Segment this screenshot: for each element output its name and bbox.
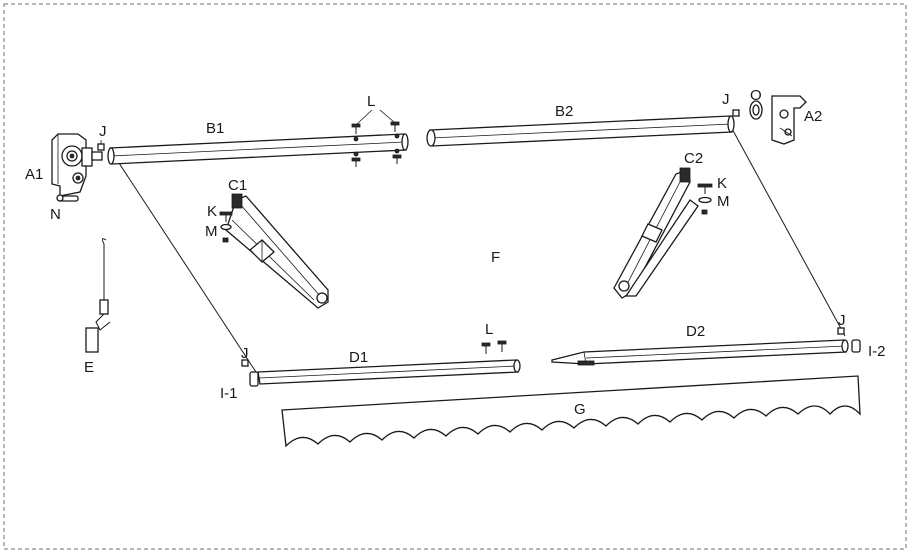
bolt-n [56,194,79,202]
label-j1: J [99,123,107,140]
cap-j-4 [837,327,845,335]
label-d2: D2 [686,323,705,340]
washer-m-1 [220,223,232,243]
label-c1: C1 [228,177,247,194]
arm-c2 [613,167,699,299]
tube-b1 [107,133,409,165]
bolt-k-1 [219,211,233,222]
end-cap-i-1 [249,371,259,387]
dashed-border [3,3,907,550]
label-j2: J [722,91,730,108]
label-g: G [574,401,586,418]
label-d1: D1 [349,349,368,366]
ring-o [749,100,763,120]
bolt-k-2 [697,183,713,194]
label-c2: C2 [684,150,703,167]
washer-m-2 [698,196,712,215]
screws-l-top [351,109,402,167]
end-cap-i-2 [851,339,861,353]
label-f: F [491,249,500,266]
bracket-a2 [771,95,807,145]
bar-d1 [257,359,521,385]
label-l-bottom: L [485,321,493,338]
label-a1: A1 [25,166,43,183]
label-m1: M [205,223,218,240]
valance-g [281,375,861,448]
label-m2: M [717,193,730,210]
crank-handle-e [85,238,111,353]
label-i1: I-1 [220,385,238,402]
label-o: O [750,87,762,104]
fabric-outline [116,124,846,373]
screws-l-bottom [481,340,507,354]
tube-b2 [426,115,735,147]
label-i2: I-2 [868,343,886,360]
label-k2: K [717,175,727,192]
arm-c1 [225,193,329,309]
cap-j-1 [97,140,105,151]
label-n: N [50,206,61,223]
bracket-a1 [51,133,103,197]
label-b1: B1 [206,120,224,137]
cap-j-3 [241,359,249,367]
label-j3: J [241,345,249,362]
label-e: E [84,359,94,376]
label-a2: A2 [804,108,822,125]
label-k1: K [207,203,217,220]
bar-d2 [551,339,849,366]
label-b2: B2 [555,103,573,120]
label-j4: J [838,312,846,329]
cap-j-2 [732,109,740,117]
label-l-top: L [367,93,375,110]
